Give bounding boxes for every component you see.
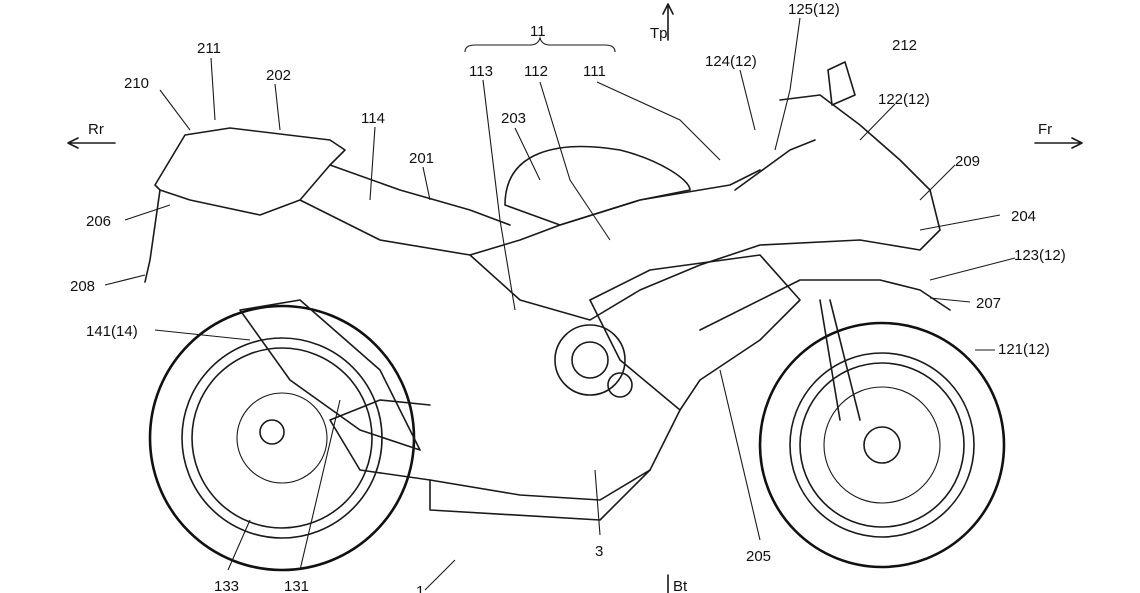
label-1: 1 — [416, 583, 424, 593]
reference-labels: Tp Bt Rr Fr 125(12) 124(12) 212 11 113 1… — [70, 1, 1066, 593]
label-211: 211 — [197, 40, 221, 57]
label-206: 206 — [86, 213, 111, 230]
label-133: 133 — [214, 578, 239, 593]
label-125: 125(12) — [788, 1, 840, 18]
label-121: 121(12) — [998, 341, 1050, 358]
label-114: 114 — [361, 110, 385, 127]
label-3: 3 — [595, 543, 603, 560]
label-123: 123(12) — [1014, 247, 1066, 264]
direction-bottom-label: Bt — [673, 578, 688, 593]
label-112: 112 — [524, 63, 548, 80]
rear-wheel — [148, 304, 416, 572]
label-122: 122(12) — [878, 91, 930, 108]
label-11: 11 — [530, 23, 546, 40]
front-wheel — [758, 321, 1006, 569]
label-113: 113 — [469, 63, 493, 80]
label-124: 124(12) — [705, 53, 757, 70]
label-202: 202 — [266, 67, 291, 84]
direction-top-label: Tp — [650, 25, 668, 42]
label-131: 131 — [284, 578, 309, 593]
label-201: 201 — [409, 150, 434, 167]
label-212: 212 — [892, 37, 917, 54]
label-208: 208 — [70, 278, 95, 295]
label-207: 207 — [976, 295, 1001, 312]
label-111: 111 — [583, 63, 606, 80]
label-203: 203 — [501, 110, 526, 127]
label-205: 205 — [746, 548, 771, 565]
leader-lines — [104, 17, 1016, 591]
label-209: 209 — [955, 153, 980, 170]
direction-rear-label: Rr — [88, 121, 104, 138]
label-141: 141(14) — [86, 323, 138, 340]
direction-front-label: Fr — [1038, 121, 1052, 138]
body-outline — [144, 61, 951, 521]
direction-arrows — [67, 3, 1083, 593]
label-210: 210 — [124, 75, 149, 92]
label-204: 204 — [1011, 208, 1036, 225]
